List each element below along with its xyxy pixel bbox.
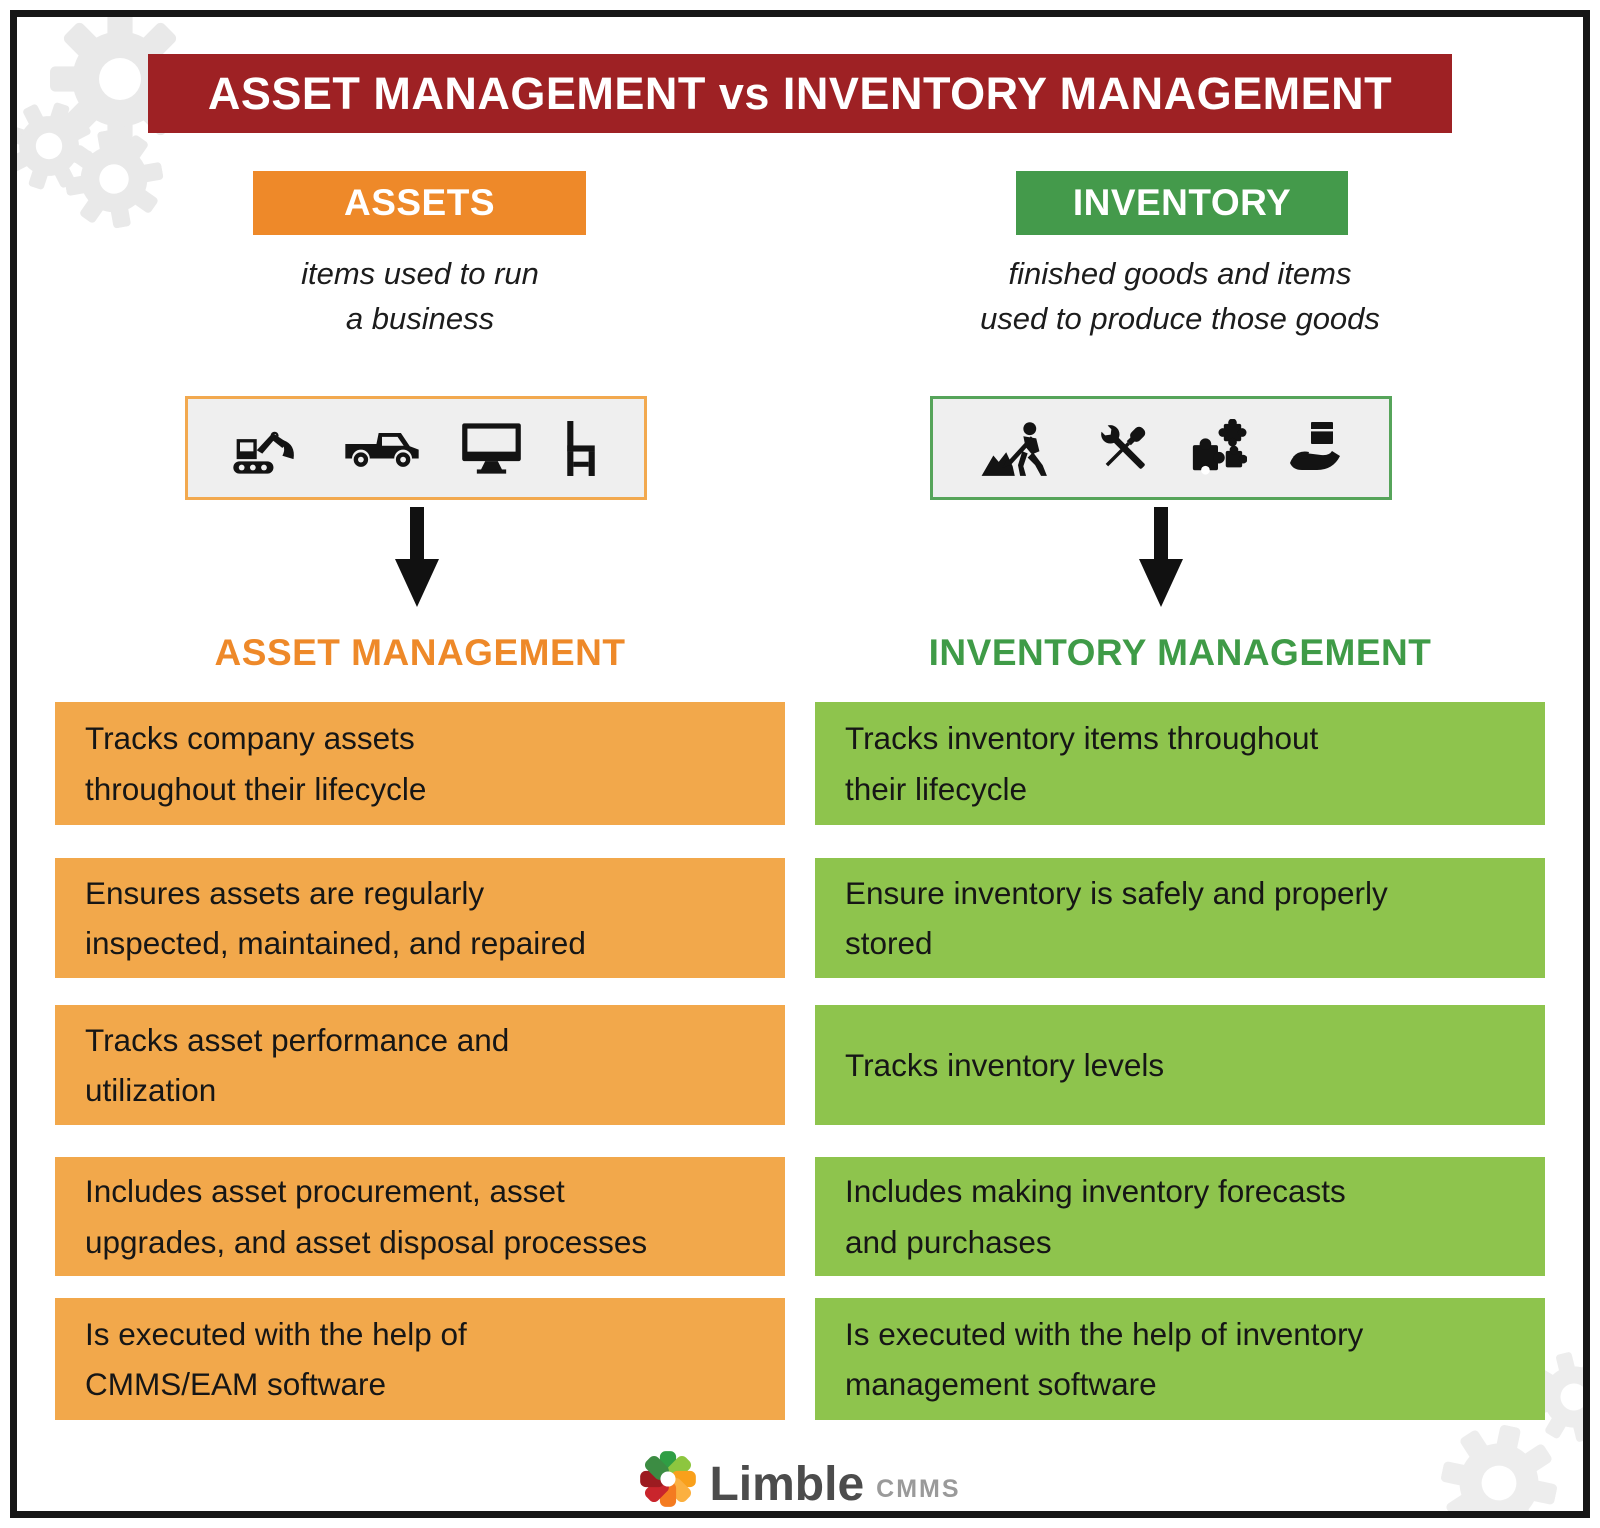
inventory-heading: INVENTORY MANAGEMENT (928, 632, 1432, 673)
chair-icon (567, 420, 595, 476)
puzzle-parts-icon (1193, 419, 1248, 475)
inventory-item-text: Tracks inventory items throughout their … (845, 720, 1319, 807)
assets-item-text: Includes asset procurement, asset upgrad… (85, 1173, 648, 1260)
assets-header-label: ASSETS (343, 182, 496, 223)
inventory-header-label: INVENTORY (1072, 182, 1292, 223)
assets-item-box: Is executed with the help of CMMS/EAM so… (55, 1298, 785, 1420)
brand-suffix: CMMS (876, 1475, 961, 1503)
assets-heading: ASSET MANAGEMENT (214, 632, 626, 673)
tools-icon (1098, 423, 1145, 469)
page-title: ASSET MANAGEMENT vs INVENTORY MANAGEMENT (207, 67, 1393, 119)
assets-item-text: Ensures assets are regularly inspected, … (85, 874, 586, 961)
assets-item-box: Tracks company assets throughout their l… (55, 702, 785, 825)
inventory-item-box: Tracks inventory items throughout their … (815, 702, 1545, 825)
brand-wordmark: Limble (709, 1458, 865, 1512)
pickup-truck-icon (345, 432, 420, 467)
limble-gear-icon (640, 1451, 697, 1507)
inventory-icon-box (930, 396, 1392, 500)
inventory-arrow-down-icon (1139, 507, 1183, 607)
assets-subtitle: items used to run a business (301, 256, 539, 336)
inventory-item-box: Tracks inventory levels (815, 1005, 1545, 1125)
inventory-item-text: Tracks inventory levels (845, 1046, 1165, 1083)
inventory-subtitle: finished goods and items used to produce… (980, 256, 1380, 336)
inventory-item-text: Ensure inventory is safely and properly … (845, 874, 1388, 961)
inventory-item-box: Ensure inventory is safely and properly … (815, 858, 1545, 978)
assets-item-text: Is executed with the help of CMMS/EAM so… (85, 1315, 467, 1402)
inventory-header: INVENTORY (1016, 171, 1348, 235)
hand-holding-goods-icon (1290, 422, 1341, 470)
inventory-item-box: Is executed with the help of inventory m… (815, 1298, 1545, 1420)
assets-item-box: Ensures assets are regularly inspected, … (55, 858, 785, 978)
assets-item-box: Tracks asset performance and utilization (55, 1005, 785, 1125)
worker-raw-materials-icon (981, 422, 1047, 476)
brand-footer: Limble CMMS (0, 1444, 1600, 1512)
assets-item-text: Tracks company assets throughout their l… (85, 720, 427, 807)
assets-arrow-down-icon (395, 507, 439, 607)
excavator-icon (233, 431, 295, 474)
inventory-item-text: Includes making inventory forecasts and … (845, 1173, 1346, 1260)
desktop-monitor-icon (461, 422, 521, 474)
inventory-item-text: Is executed with the help of inventory m… (845, 1315, 1364, 1402)
assets-icon-box (185, 396, 647, 500)
assets-header: ASSETS (253, 171, 586, 235)
title-banner: ASSET MANAGEMENT vs INVENTORY MANAGEMENT (148, 54, 1452, 133)
inventory-item-box: Includes making inventory forecasts and … (815, 1157, 1545, 1276)
assets-item-box: Includes asset procurement, asset upgrad… (55, 1157, 785, 1276)
assets-item-text: Tracks asset performance and utilization (85, 1021, 510, 1108)
